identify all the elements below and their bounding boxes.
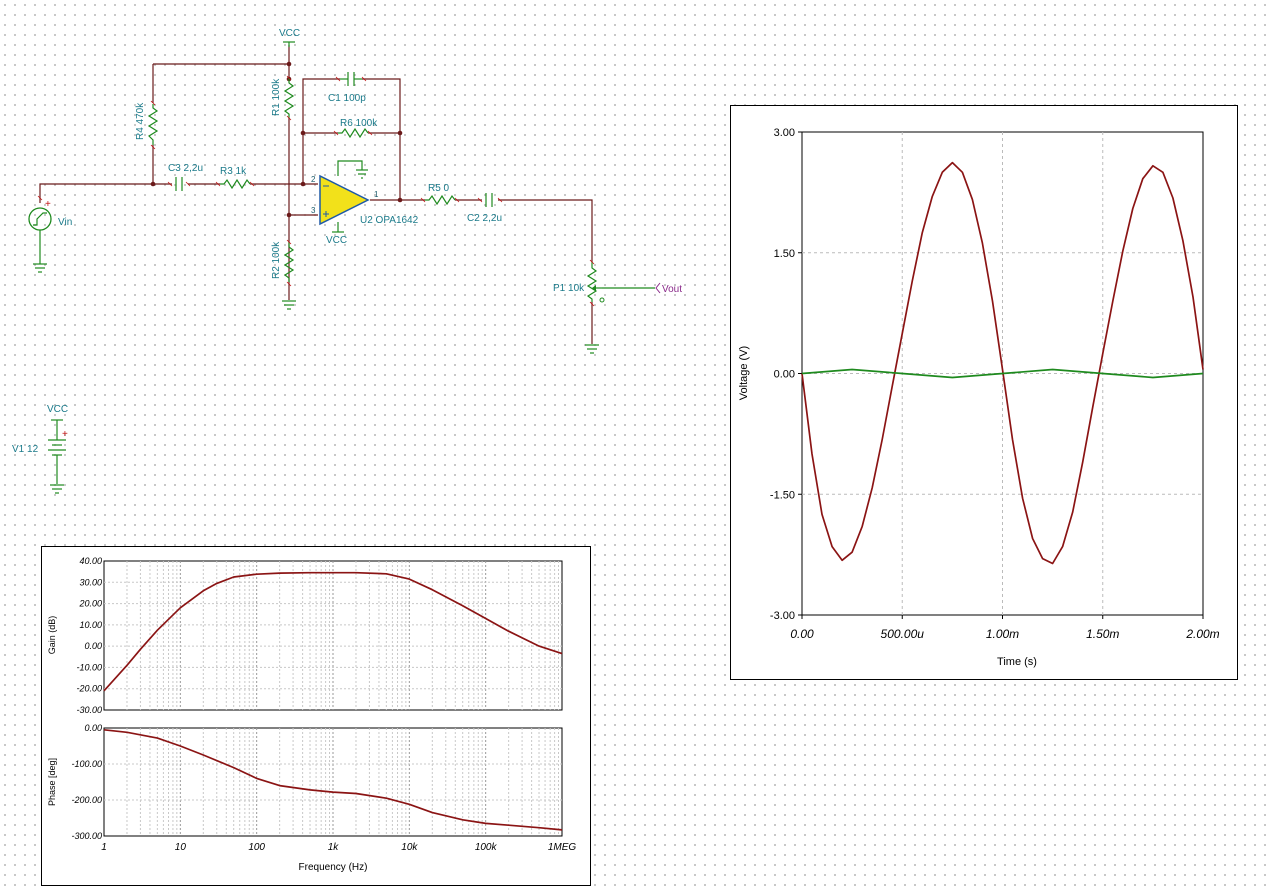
resistor-r3[interactable]: R3 1k [220, 166, 251, 190]
gain-series [103, 571, 563, 692]
gain-ytick-label: -20.00 [76, 684, 102, 694]
vin-label: Vin [58, 217, 72, 228]
vcc-opamp-symbol: VCC [326, 231, 347, 246]
battery-v1[interactable]: VCC + V1 12 [12, 404, 68, 484]
gain-ylabel: Gain (dB) [47, 616, 57, 655]
r5-label: R5 0 [428, 183, 450, 194]
capacitor-c2[interactable]: C2 2,2u [467, 193, 502, 224]
pin-3: 3 [311, 206, 316, 215]
vin-plus: + [45, 199, 51, 210]
transient-series-input [801, 368, 1204, 379]
phase-series [103, 728, 563, 831]
terminal-marks [37, 75, 595, 307]
gain-ytick-label: -30.00 [76, 705, 102, 715]
vout-probe[interactable]: Vout [655, 282, 682, 295]
ground-v1 [50, 484, 64, 494]
transient-ytick-label: 1.50 [774, 248, 795, 260]
vout-label: Vout [662, 284, 682, 295]
resistor-r5[interactable]: R5 0 [425, 183, 456, 206]
transient-xtick-label: 500.00u [881, 627, 925, 641]
bode-xtick-label: 1 [101, 842, 107, 853]
opamp-label: U2 OPA1642 [360, 215, 419, 226]
bode-xtick-label: 10k [401, 842, 418, 853]
p1-label: P1 10k [553, 283, 585, 294]
ground-vin [33, 263, 47, 273]
junctions [150, 61, 403, 218]
vcc-top-symbol: VCC [279, 28, 300, 47]
r1-label: R1 100k [271, 78, 282, 116]
gain-ytick-label: 10.00 [79, 620, 102, 630]
wires [39, 45, 655, 344]
bode-chart: 40.0030.0020.0010.000.00-10.00-20.00-30.… [41, 546, 591, 886]
phase-ytick-label: -200.00 [71, 795, 102, 805]
transient-x-ticks: 0.00 500.00u 1.00m 1.50m 2.00m [790, 615, 1220, 641]
phase-grid [104, 728, 562, 836]
transient-series [801, 161, 1204, 565]
resistor-r4[interactable]: R4 470k [135, 102, 159, 145]
gain-ytick-label: 40.00 [79, 556, 102, 566]
transient-xlabel: Time (s) [997, 656, 1037, 668]
v1-plus: + [62, 429, 68, 440]
gain-ytick-label: 20.00 [78, 599, 102, 609]
transient-xtick-label: 2.00m [1185, 627, 1219, 641]
ground-r2 [282, 300, 296, 310]
bode-xtick-label: 1MEG [548, 842, 577, 853]
gain-ytick-label: 0.00 [84, 641, 102, 651]
transient-chart: 3.00 1.50 0.00 -1.50 -3.00 0.00 500.00u 1.00m 1… [730, 105, 1238, 680]
gain-series [103, 571, 563, 692]
transient-xtick-label: 1.50m [1086, 627, 1119, 641]
pin-2: 2 [311, 175, 316, 184]
gain-ytick-label: -10.00 [76, 662, 102, 672]
resistor-r1[interactable]: R1 100k [271, 78, 295, 118]
vcc-top-label: VCC [279, 28, 300, 39]
transient-ytick-label: -3.00 [770, 610, 795, 622]
pin-1: 1 [374, 190, 379, 199]
phase-y-ticks: 0.00 -100.00 -200.00 -300.00 [71, 723, 102, 841]
ground-p1 [585, 344, 599, 354]
gain-ytick-label: 30.00 [79, 577, 102, 587]
resistor-r6[interactable]: R6 100k [338, 118, 378, 139]
transient-ytick-label: -1.50 [770, 489, 795, 501]
c3-label: C3 2,2u [168, 163, 203, 174]
bode-xtick-label: 1k [328, 842, 340, 853]
gain-grid [104, 561, 562, 710]
phase-ytick-label: -300.00 [71, 831, 102, 841]
schematic: VCC R4 470k R1 100k C1 100p R6 100k + Vi… [12, 28, 682, 494]
potentiometer-p1[interactable]: P1 10k [553, 262, 605, 303]
c1-label: C1 100p [328, 93, 366, 104]
transient-series-output [801, 161, 1204, 565]
transient-ylabel: Voltage (V) [738, 346, 750, 400]
r2-label: R2 100k [271, 241, 282, 279]
bode-xtick-label: 100k [475, 842, 498, 853]
phase-ytick-label: -100.00 [71, 759, 102, 769]
capacitor-c1[interactable]: C1 100p [328, 72, 366, 104]
bode-xtick-label: 10 [175, 842, 187, 853]
capacitor-c3[interactable]: C3 2,2u [168, 163, 203, 191]
voltage-source-vin[interactable]: + Vin [28, 199, 72, 264]
phase-series [103, 728, 563, 831]
transient-xtick-label: 1.00m [986, 627, 1019, 641]
resistor-r2[interactable]: R2 100k [271, 241, 295, 282]
gain-y-ticks: 40.00 30.00 20.00 10.00 0.00 -10.00 -20.00 -30.… [76, 556, 102, 715]
ground-opamp [356, 169, 368, 179]
bode-xtick-label: 100 [248, 842, 265, 853]
bode-xlabel: Frequency (Hz) [299, 862, 368, 873]
r6-label: R6 100k [340, 118, 378, 129]
r4-label: R4 470k [135, 102, 146, 140]
c2-label: C2 2,2u [467, 213, 502, 224]
transient-ytick-label: 3.00 [774, 127, 795, 139]
phase-ylabel: Phase [deg] [47, 758, 57, 806]
transient-xtick-label: 0.00 [790, 627, 814, 641]
vcc-v1-label: VCC [47, 404, 68, 415]
vcc-opamp-label: VCC [326, 235, 347, 246]
opamp-u2[interactable]: 2 3 1 U2 OPA1642 [311, 174, 419, 226]
transient-ytick-label: 0.00 [774, 369, 795, 381]
bode-x-ticks: 1 10 100 1k 10k 100k 1MEG [101, 842, 576, 853]
transient-y-ticks: 3.00 1.50 0.00 -1.50 -3.00 [770, 127, 802, 622]
v1-label: V1 12 [12, 444, 39, 455]
phase-ytick-label: 0.00 [84, 723, 102, 733]
r3-label: R3 1k [220, 166, 247, 177]
